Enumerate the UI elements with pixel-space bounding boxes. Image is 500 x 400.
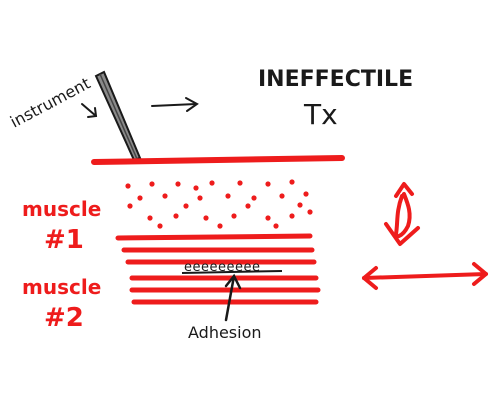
- adhesion-label: Adhesion: [188, 323, 262, 342]
- instrument-label: instrument: [7, 74, 93, 132]
- vertical-movement-arrow: [384, 182, 420, 246]
- direction-arrow-right: [151, 97, 199, 112]
- adhesion-underline: [181, 270, 283, 274]
- muscle1-label: muscle: [22, 197, 101, 221]
- instrument-tool: [94, 70, 142, 162]
- muscle2-number: #2: [44, 303, 84, 333]
- title-line-1: INEFFECTILE: [258, 67, 413, 92]
- muscle2-label: muscle: [22, 275, 101, 299]
- instrument-pointer-arrow: [81, 103, 98, 118]
- adhesion-pointer-arrow: [224, 273, 242, 322]
- dotted-tissue-layer: [125, 179, 313, 229]
- muscle-fiber-stripes: [115, 233, 321, 305]
- surface-line: [91, 155, 345, 165]
- horizontal-movement-arrow: [362, 262, 488, 290]
- muscle1-number: #1: [44, 225, 84, 255]
- title-line-2: Tx: [303, 98, 338, 131]
